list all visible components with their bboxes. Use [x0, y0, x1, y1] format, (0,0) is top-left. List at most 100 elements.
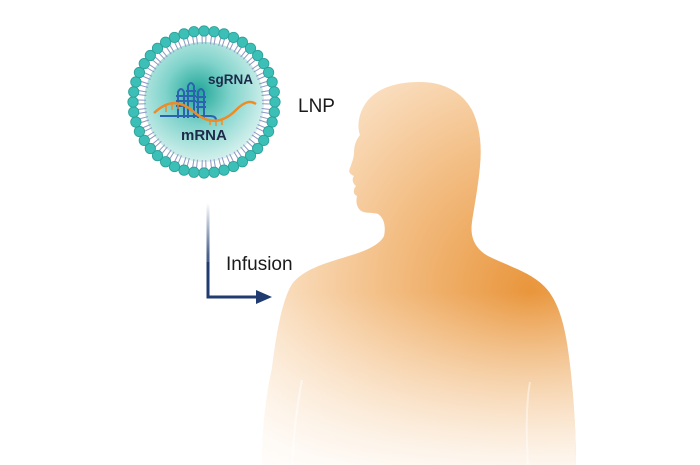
lipid-head	[168, 31, 181, 44]
lipid-head	[252, 142, 264, 155]
lipid-tail	[218, 157, 222, 166]
lipid-head	[138, 134, 150, 146]
lipid-tail	[192, 159, 195, 168]
lipid-head	[151, 42, 164, 54]
lipid-head	[198, 167, 210, 179]
lipid-head	[133, 125, 146, 138]
lipid-head	[127, 96, 139, 108]
lipid-tail	[141, 119, 150, 123]
lipid-tail	[258, 119, 267, 123]
lipid-tail	[186, 157, 190, 166]
lipid-tail	[221, 156, 225, 165]
lipid-tail	[251, 64, 259, 70]
lipid-head	[244, 150, 257, 162]
lipid-head	[138, 58, 150, 70]
lipid-head	[236, 156, 248, 168]
lnp-label: LNP	[298, 96, 335, 117]
lipid-heads	[127, 25, 281, 179]
lipid-head	[133, 66, 146, 79]
lipid-tail	[226, 40, 231, 49]
lipid-head	[227, 160, 240, 173]
lipid-head	[128, 86, 140, 98]
elbow-arrow-icon	[206, 203, 272, 304]
lipid-tail	[138, 90, 147, 93]
lipid-tail	[261, 94, 270, 96]
lipid-head	[160, 156, 172, 168]
lipid-tail	[251, 134, 259, 140]
lipid-tail	[152, 138, 160, 145]
human-silhouette-icon	[262, 82, 576, 465]
lipid-tail	[166, 47, 172, 55]
lipid-tail	[196, 159, 198, 168]
lipid-tail	[229, 42, 234, 51]
lipid-head	[244, 42, 257, 54]
lipid-tail	[183, 156, 187, 165]
lipid-tail	[213, 159, 216, 168]
lipid-tails	[138, 36, 270, 168]
lipid-tail	[255, 127, 264, 132]
lipid-tail	[233, 45, 239, 53]
lipid-tail	[166, 149, 172, 157]
lipid-tail	[147, 67, 155, 73]
infusion-label: Infusion	[226, 254, 293, 275]
lipid-head	[268, 86, 280, 98]
lipid-tail	[210, 159, 212, 168]
lipid-tail	[138, 94, 147, 96]
lipid-head	[262, 125, 275, 138]
lipid-tail	[257, 75, 266, 80]
lipid-nanoparticle-icon: sgRNA mRNA	[127, 25, 281, 179]
lipid-tail	[140, 84, 149, 88]
lipid-tail	[240, 146, 247, 154]
mrna-strand-icon	[153, 100, 257, 126]
lipid-tail	[192, 36, 195, 45]
lipid-tail	[236, 149, 242, 157]
sgrna-structure-icon	[160, 82, 217, 121]
lipid-tail	[261, 90, 270, 93]
lipid-tail	[213, 36, 216, 45]
lipid-head	[227, 31, 240, 44]
lipid-tail	[229, 153, 234, 162]
lipid-tail	[149, 134, 157, 140]
lipid-tail	[177, 40, 182, 49]
lipid-tail	[149, 64, 157, 70]
lipid-head	[198, 25, 210, 37]
lipid-tail	[248, 138, 256, 145]
lipid-tail	[158, 53, 166, 60]
lipid-head	[258, 58, 270, 70]
lipid-head	[262, 66, 275, 79]
lipid-tail	[155, 140, 162, 148]
lipid-tail	[147, 131, 155, 137]
lipid-head	[266, 116, 278, 128]
lipid-tail	[177, 155, 182, 164]
lipid-tail	[240, 50, 247, 58]
lipid-head	[128, 106, 140, 118]
lipid-head	[168, 160, 181, 173]
lipid-head	[269, 96, 281, 108]
lipid-tail	[174, 42, 179, 51]
lipid-tail	[196, 36, 198, 45]
lipid-head	[252, 49, 264, 62]
sgrna-label: sgRNA	[208, 72, 253, 87]
lipid-tail	[253, 67, 261, 73]
lipid-head	[218, 28, 230, 40]
lipid-head	[178, 28, 190, 40]
lipid-tail	[255, 72, 264, 77]
lipid-tail	[158, 144, 166, 151]
lipid-head	[151, 150, 164, 162]
lipid-tail	[246, 56, 253, 64]
lipid-tail	[169, 151, 175, 159]
lipid-head	[266, 76, 278, 88]
lipid-tail	[210, 36, 212, 45]
lipid-tail	[142, 124, 151, 129]
lipid-tail	[226, 155, 231, 164]
lipid-tail	[141, 81, 150, 85]
lipid-tail	[140, 116, 149, 120]
lipid-head	[130, 116, 142, 128]
lipid-head	[208, 166, 220, 178]
lipid-head	[144, 49, 156, 62]
lipid-tail	[174, 153, 179, 162]
lipid-tail	[169, 45, 175, 53]
lipid-head	[208, 26, 220, 38]
lipid-tail	[161, 146, 168, 154]
